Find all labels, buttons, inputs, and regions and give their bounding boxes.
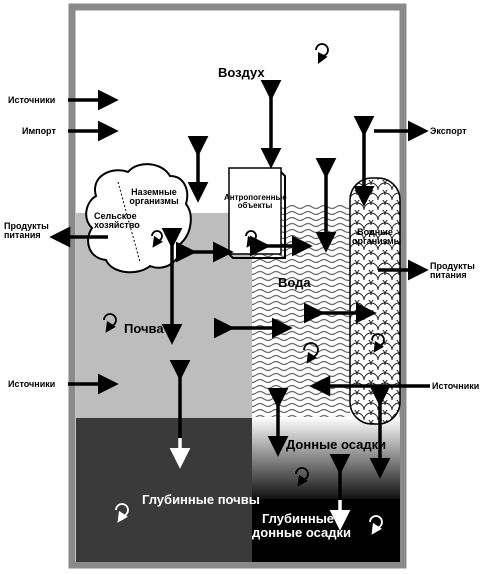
food-right-line2: питания [430, 270, 467, 281]
export-label: Экспорт [430, 126, 467, 136]
sources-right-label: Источники [432, 381, 480, 391]
sources-left-label: Источники [8, 379, 56, 389]
food-left-label: Продукты питания [4, 221, 49, 241]
food-left-line2: питания [4, 230, 41, 241]
food-right-line1: Продукты [430, 261, 475, 271]
white-arrows [169, 438, 351, 531]
deep-soil-zone [76, 418, 252, 562]
land-organisms-line2: организмы [129, 196, 179, 207]
cloud-divider [117, 181, 141, 263]
deep-sediments-label: Глубинные донные осадки [252, 511, 351, 540]
sediments-label: Донные осадки [286, 437, 387, 452]
agriculture-label: Сельское хозяйство [94, 211, 140, 231]
cycle-icon-air [315, 43, 329, 65]
flow-arrows [49, 79, 430, 500]
anthropogenic-label: Антропогенные объекты [224, 193, 287, 211]
import-label: Импорт [22, 126, 56, 136]
water-organisms-line1: Водные [357, 227, 393, 237]
cycle-icon-wateorg [371, 333, 385, 353]
cycle-icon-land [151, 230, 163, 248]
agriculture-line1: Сельское [94, 211, 137, 221]
water-label: Вода [278, 275, 311, 290]
anthropogenic-line2: объекты [237, 201, 273, 211]
deep-soil-label: Глубинные почвы [142, 492, 260, 507]
food-right-label: Продукты питания [430, 261, 475, 281]
deep-sediments-line1: Глубинные [261, 511, 335, 526]
cycle-icons-white [115, 503, 383, 535]
cycle-icon-soil [103, 313, 117, 333]
cycle-icon-deep-soil [115, 503, 129, 523]
cycle-icon-sed [295, 467, 309, 487]
sediments-zone [252, 417, 400, 499]
cycle-icon-water [303, 342, 319, 364]
cycle-icons [103, 43, 385, 487]
deep-sediments-line2: донные осадки [252, 524, 351, 540]
water-organisms-label: Водные организмы [352, 227, 402, 247]
anthropogenic-box [228, 167, 282, 255]
land-organisms-line1: Наземные [131, 187, 177, 197]
sources-top-label: Источники [8, 95, 56, 105]
cycle-icon-deep-sed [369, 515, 383, 535]
food-left-line1: Продукты [4, 221, 49, 231]
agriculture-line2: хозяйство [94, 220, 140, 231]
water-organisms-line2: организмы [352, 236, 402, 247]
soil-label: Почва [124, 321, 164, 336]
land-organisms-label: Наземные организмы [124, 187, 184, 207]
anthropogenic-line1: Антропогенные [224, 193, 287, 202]
air-label: Воздух [218, 65, 265, 80]
